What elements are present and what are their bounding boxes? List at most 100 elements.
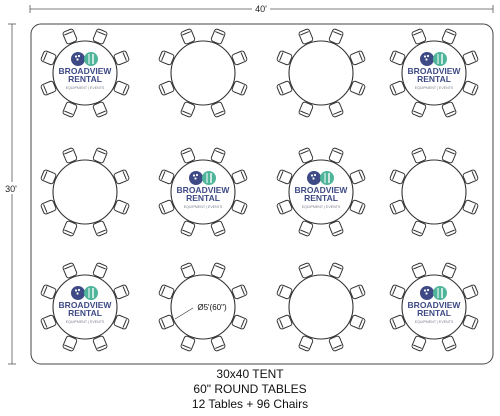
chair: [441, 101, 457, 118]
table-2: [158, 28, 248, 118]
chair: [389, 284, 406, 300]
chair: [441, 220, 457, 237]
logo-tagline: EQUIPMENT | EVENTS: [415, 320, 454, 324]
table-top: [170, 159, 236, 225]
chair: [462, 314, 479, 330]
chair: [40, 169, 57, 185]
chair: [158, 199, 175, 215]
caption-table-type: 60" ROUND TABLES: [193, 382, 307, 396]
chair: [328, 28, 344, 45]
chair: [113, 169, 130, 185]
chair: [113, 314, 130, 330]
chair: [462, 50, 479, 66]
chair: [298, 220, 314, 237]
bowling-ball-icon: [189, 171, 203, 185]
logo-brand-line2: RENTAL: [186, 193, 220, 203]
table-diameter-label: Ø5'(60"): [197, 303, 227, 312]
chair: [298, 335, 314, 352]
chair: [40, 80, 57, 96]
chair: [411, 147, 427, 164]
chair: [231, 80, 248, 96]
chair: [349, 284, 366, 300]
chair: [328, 101, 344, 118]
chair: [158, 284, 175, 300]
chair: [276, 50, 293, 66]
chair: [158, 80, 175, 96]
chair: [180, 147, 196, 164]
chair: [158, 50, 175, 66]
chair: [298, 147, 314, 164]
chair: [62, 28, 78, 45]
fork-knife-icon: [433, 286, 447, 300]
chair: [62, 220, 78, 237]
logo-brand-line2: RENTAL: [68, 308, 102, 318]
chair: [210, 262, 226, 279]
chair: [349, 80, 366, 96]
table-top: [52, 40, 118, 106]
chair: [298, 28, 314, 45]
chair: [210, 220, 226, 237]
logo-brand-line2: RENTAL: [68, 74, 102, 84]
chair: [180, 335, 196, 352]
chair: [462, 80, 479, 96]
table-top: [401, 40, 467, 106]
chair: [92, 335, 108, 352]
chair: [158, 169, 175, 185]
table-10: Ø5'(60"): [158, 262, 248, 352]
chair: [113, 284, 130, 300]
chair: [62, 147, 78, 164]
chair: [389, 314, 406, 330]
chair: [389, 80, 406, 96]
logo-brand-line1: BROADVIEW: [408, 66, 462, 76]
table-top: [170, 274, 236, 340]
chair: [441, 147, 457, 164]
chair: [92, 101, 108, 118]
chair: [231, 169, 248, 185]
height-label: 30': [5, 184, 17, 194]
chair: [92, 28, 108, 45]
table-top: [288, 274, 354, 340]
table-top: [170, 40, 236, 106]
chair: [113, 199, 130, 215]
chair: [298, 262, 314, 279]
chair: [180, 262, 196, 279]
chair: [158, 314, 175, 330]
chair: [40, 50, 57, 66]
chair: [276, 314, 293, 330]
tent-outline: [30, 23, 494, 365]
chair: [180, 101, 196, 118]
chair: [328, 262, 344, 279]
chair: [40, 314, 57, 330]
chair: [462, 284, 479, 300]
chair: [389, 169, 406, 185]
table-top: [288, 159, 354, 225]
logo-tagline: EQUIPMENT | EVENTS: [302, 205, 341, 209]
chair: [113, 50, 130, 66]
caption-counts: 12 Tables + 96 Chairs: [191, 397, 309, 411]
chair: [276, 284, 293, 300]
logo-tagline: EQUIPMENT | EVENTS: [66, 320, 105, 324]
chair: [389, 50, 406, 66]
logo-brand-line2: RENTAL: [417, 74, 451, 84]
fork-knife-icon: [320, 171, 334, 185]
logo-brand-line1: BROADVIEW: [59, 300, 113, 310]
fork-knife-icon: [433, 52, 447, 66]
chair: [328, 147, 344, 164]
chair: [349, 169, 366, 185]
logo-brand-line2: RENTAL: [304, 193, 338, 203]
chair: [411, 28, 427, 45]
table-3: [276, 28, 366, 118]
fork-knife-icon: [202, 171, 216, 185]
chair: [210, 335, 226, 352]
chair: [210, 101, 226, 118]
logo-tagline: EQUIPMENT | EVENTS: [184, 205, 223, 209]
fork-knife-icon: [84, 52, 98, 66]
table-top: [52, 274, 118, 340]
